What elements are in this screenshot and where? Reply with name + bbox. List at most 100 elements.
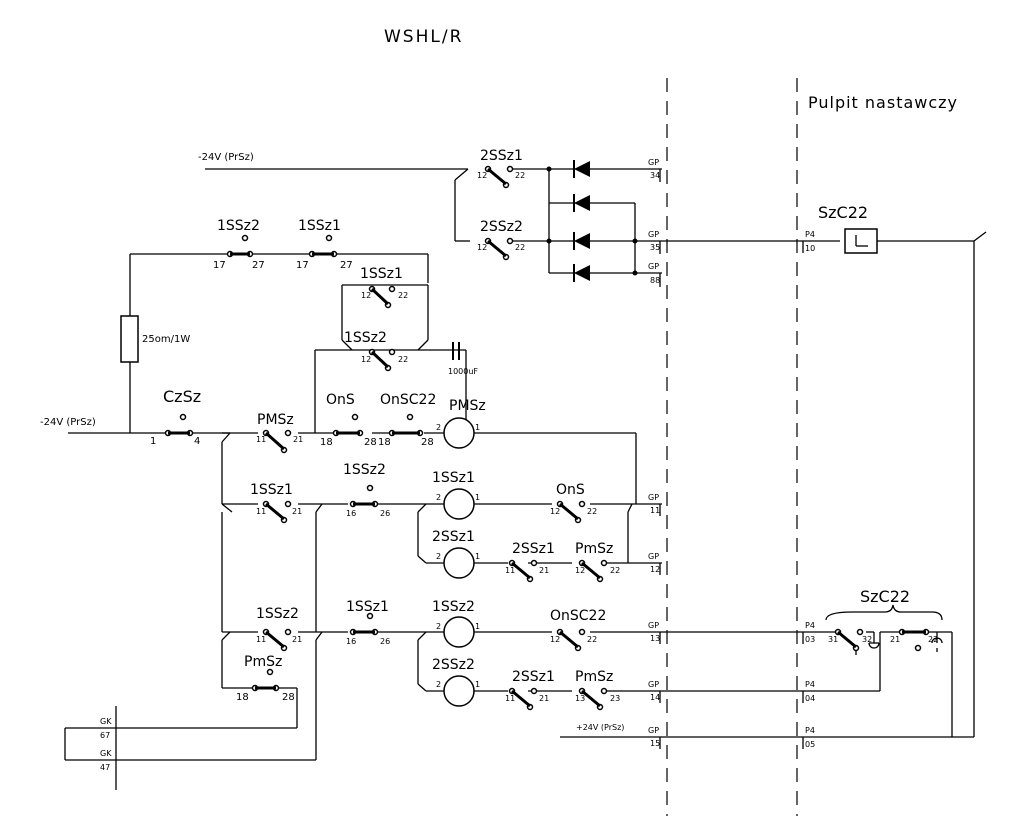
svg-text:18: 18 [378, 437, 391, 448]
svg-text:11: 11 [256, 507, 266, 516]
svg-text:GK: GK [100, 749, 112, 758]
supply-minus-top: -24V (PrSz) [198, 152, 254, 163]
svg-text:67: 67 [100, 731, 110, 740]
svg-text:2SSz2: 2SSz2 [480, 219, 523, 235]
svg-text:2: 2 [436, 423, 441, 432]
svg-text:1000uF: 1000uF [448, 367, 478, 376]
contact-pmsz-18: PmSz 18 28 [236, 654, 295, 703]
relay-1ssz2: 1SSz2 2 1 [432, 599, 480, 648]
svg-text:21: 21 [890, 635, 900, 644]
svg-text:1SSz2: 1SSz2 [256, 606, 299, 622]
svg-text:28: 28 [421, 437, 434, 448]
svg-text:GP: GP [648, 680, 659, 689]
svg-text:SzC22: SzC22 [860, 587, 910, 606]
contact-1ssz1-11: 1SSz1 11 21 [250, 482, 302, 524]
contact-1ssz1-16: 1SSz1 16 26 [346, 599, 390, 646]
svg-text:1SSz2: 1SSz2 [217, 218, 260, 234]
contact-pmsz-13: PmSz 13 23 [575, 669, 620, 711]
svg-text:1: 1 [475, 622, 480, 631]
contact-2ssz1-11b: 2SSz1 11 21 [505, 669, 555, 711]
svg-text:1SSz1: 1SSz1 [346, 599, 389, 615]
contact-onsc22-18: OnSC22 18 28 [378, 392, 436, 448]
svg-text:1: 1 [475, 493, 480, 502]
svg-text:2SSz1: 2SSz1 [480, 148, 523, 164]
svg-text:2: 2 [436, 493, 441, 502]
svg-text:21: 21 [292, 635, 302, 644]
diode-bridge [546, 160, 662, 282]
switch-szc22: SzC22 31 32 21 22 [825, 587, 943, 655]
svg-text:34: 34 [650, 171, 660, 180]
svg-text:21: 21 [292, 507, 302, 516]
svg-text:4: 4 [194, 436, 200, 447]
svg-text:21: 21 [539, 694, 549, 703]
svg-text:16: 16 [346, 637, 356, 646]
svg-text:2: 2 [436, 680, 441, 689]
contact-2ssz2-top: 2SSz2 12 22 [477, 219, 525, 261]
svg-text:1: 1 [475, 680, 480, 689]
svg-text:27: 27 [340, 260, 353, 271]
svg-text:GP: GP [648, 230, 659, 239]
svg-text:1SSz1: 1SSz1 [432, 470, 475, 486]
svg-text:28: 28 [282, 692, 295, 703]
svg-text:22: 22 [398, 355, 408, 364]
svg-text:PmSz: PmSz [575, 669, 613, 685]
svg-text:88: 88 [650, 276, 660, 285]
svg-text:25om/1W: 25om/1W [142, 334, 190, 345]
svg-text:CzSz: CzSz [163, 387, 201, 406]
connector-p4-05: P4 05 [805, 726, 815, 749]
svg-text:GP: GP [648, 262, 659, 271]
contact-2ssz1-11: 2SSz1 11 21 [505, 541, 555, 583]
svg-text:12: 12 [361, 355, 371, 364]
gp-ticks [659, 169, 804, 749]
svg-text:1SSz2: 1SSz2 [432, 599, 475, 615]
svg-text:22: 22 [610, 566, 620, 575]
svg-text:P4: P4 [805, 726, 815, 735]
resistor: 25om/1W [120, 315, 190, 363]
svg-text:GP: GP [648, 726, 659, 735]
contact-czsz: CzSz 1 4 [150, 387, 201, 447]
svg-text:GP: GP [648, 621, 659, 630]
svg-text:1SSz2: 1SSz2 [344, 330, 387, 346]
connector-gk-67: GK 67 [100, 717, 112, 740]
svg-text:47: 47 [100, 763, 110, 772]
svg-text:18: 18 [236, 692, 249, 703]
svg-text:PMSz: PMSz [449, 398, 486, 414]
contact-1ssz2-17: 1SSz2 17 27 [213, 218, 265, 271]
relay-pmsz: PMSz 2 1 [436, 398, 486, 449]
svg-text:GP: GP [648, 493, 659, 502]
svg-text:2: 2 [436, 552, 441, 561]
svg-text:28: 28 [364, 437, 377, 448]
svg-text:12: 12 [477, 243, 487, 252]
relay-2ssz1: 2SSz1 2 1 [432, 529, 480, 579]
svg-text:2SSz1: 2SSz1 [512, 669, 555, 685]
contact-onsc22-12: OnSC22 12 22 [550, 608, 606, 652]
contact-pmsz-11: PMSz 11 21 [256, 412, 303, 454]
contact-1ssz2-11: 1SSz2 11 21 [256, 606, 302, 652]
capacitor: 1000uF [448, 342, 478, 376]
supply-minus-main: -24V (PrSz) [40, 417, 96, 428]
svg-text:PMSz: PMSz [257, 412, 294, 428]
svg-text:12: 12 [650, 565, 660, 574]
svg-text:GK: GK [100, 717, 112, 726]
svg-text:12: 12 [575, 566, 585, 575]
svg-text:03: 03 [805, 635, 815, 644]
svg-text:11: 11 [256, 635, 266, 644]
svg-text:23: 23 [610, 694, 620, 703]
contact-1ssz1-12: 1SSz1 12 22 [360, 266, 408, 309]
panel-label: Pulpit nastawczy [808, 93, 958, 112]
relay-2ssz2: 2SSz2 2 1 [432, 657, 480, 707]
svg-text:05: 05 [805, 740, 815, 749]
svg-text:2: 2 [436, 622, 441, 631]
svg-text:1SSz2: 1SSz2 [343, 462, 386, 478]
svg-text:11: 11 [505, 566, 515, 575]
svg-text:OnSC22: OnSC22 [550, 608, 606, 624]
svg-text:04: 04 [805, 694, 815, 703]
svg-text:17: 17 [296, 260, 309, 271]
contact-pmsz-12: PmSz 12 22 [575, 541, 620, 583]
svg-text:2SSz1: 2SSz1 [432, 529, 475, 545]
